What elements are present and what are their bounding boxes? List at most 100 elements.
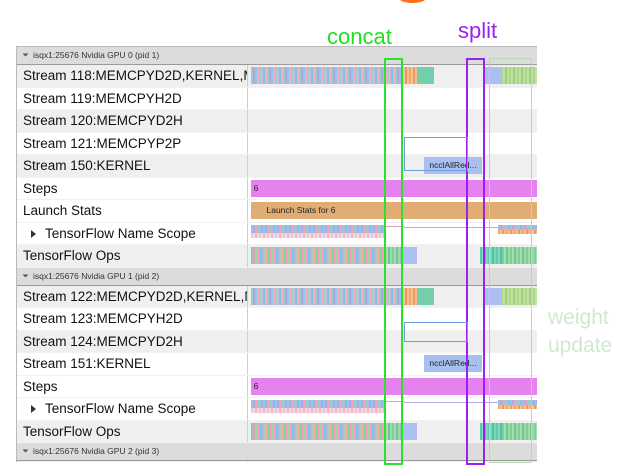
track-row-name-scope-gpu1[interactable]: TensorFlow Name Scope — [17, 398, 537, 421]
name-scope-bar[interactable] — [498, 224, 537, 230]
timeline-bar[interactable] — [251, 67, 401, 84]
track-lane[interactable]: 6 — [251, 178, 537, 200]
nccl-allreduce-bar[interactable]: ncclAllRed... — [424, 157, 482, 174]
name-scope-bar[interactable] — [498, 229, 537, 234]
step-bar-label: 6 — [253, 380, 259, 391]
annotation-split: split — [458, 18, 498, 43]
track-lane[interactable] — [251, 286, 537, 308]
track-label: Stream 120:MEMCPYD2H — [23, 110, 247, 132]
track-lane[interactable] — [251, 110, 537, 132]
column-divider — [247, 110, 248, 132]
tf-op-bar[interactable] — [251, 422, 384, 440]
tf-op-bar[interactable] — [480, 422, 502, 440]
tf-op-bar[interactable] — [502, 422, 537, 440]
timeline-bar[interactable] — [485, 287, 501, 305]
track-row-stream119[interactable]: Stream 119:MEMCPYH2D — [17, 87, 537, 110]
track-lane[interactable] — [251, 245, 537, 267]
track-row-stream126[interactable]: Stream 126:MEMCPYD2D,KERNEL,MI — [17, 461, 537, 462]
track-lane[interactable] — [251, 308, 537, 330]
column-divider — [247, 330, 248, 352]
track-row-stream124[interactable]: Stream 124:MEMCPYD2H — [17, 330, 537, 353]
track-label-text: TensorFlow Name Scope — [45, 225, 196, 241]
track-label: TensorFlow Name Scope — [23, 223, 247, 245]
track-label: Stream 118:MEMCPYD2D,KERNEL,ME — [23, 65, 247, 87]
name-scope-bar[interactable] — [498, 400, 537, 405]
track-row-tf-ops-gpu0[interactable]: TensorFlow Ops — [17, 245, 537, 268]
group-header-gpu0[interactable]: isqx1:25676 Nvidia GPU 0 (pid 1) — [17, 47, 537, 65]
column-divider — [247, 87, 248, 109]
name-scope-bar[interactable] — [251, 400, 384, 408]
step-bar[interactable]: 6 — [251, 179, 537, 197]
tf-op-bar[interactable] — [251, 247, 384, 264]
column-divider — [247, 285, 248, 307]
tf-op-bar[interactable] — [384, 247, 401, 264]
annotation-weight-update: weight update — [548, 304, 612, 360]
track-row-stream118[interactable]: Stream 118:MEMCPYD2D,KERNEL,ME — [17, 65, 537, 88]
tf-op-bar[interactable] — [384, 422, 401, 440]
group-header-label: isqx1:25676 Nvidia GPU 2 (pid 3) — [33, 446, 160, 456]
tf-op-bar[interactable] — [502, 247, 537, 264]
tf-op-bar[interactable] — [401, 247, 417, 264]
chevron-down-icon — [22, 274, 29, 277]
track-label: Steps — [23, 378, 58, 394]
chevron-right-icon[interactable] — [31, 229, 36, 238]
timeline-bar[interactable] — [417, 67, 434, 84]
track-lane[interactable]: Launch Stats for 6 — [251, 200, 537, 222]
timeline-bar[interactable] — [501, 287, 537, 305]
chevron-right-icon[interactable] — [31, 405, 36, 413]
name-scope-sub-bar[interactable] — [251, 408, 384, 413]
track-row-stream150[interactable]: Stream 150:KERNEL ncclAllRed... — [17, 155, 537, 178]
track-row-tf-ops-gpu1[interactable]: TensorFlow Ops — [17, 420, 537, 443]
timeline-bar[interactable] — [501, 67, 537, 84]
group-header-gpu1[interactable]: isqx1:25676 Nvidia GPU 1 (pid 2) — [17, 267, 537, 286]
track-row-stream122[interactable]: Stream 122:MEMCPYD2D,KERNEL,MI — [17, 285, 537, 308]
tf-op-bar[interactable] — [480, 247, 502, 264]
step-bar[interactable]: 6 — [251, 377, 537, 395]
name-scope-line — [384, 225, 404, 227]
track-row-steps-gpu1[interactable]: Steps 6 — [17, 375, 537, 398]
track-row-launch-stats[interactable]: Launch Stats Launch Stats for 6 — [17, 200, 537, 223]
track-row-stream121[interactable]: Stream 121:MEMCPYP2P — [17, 132, 537, 155]
track-row-name-scope-gpu0[interactable]: TensorFlow Name Scope — [17, 222, 537, 245]
name-scope-bar[interactable] — [498, 405, 537, 409]
track-row-stream123[interactable]: Stream 123:MEMCPYH2D — [17, 308, 537, 331]
nccl-allreduce-bar-label: ncclAllRed... — [429, 358, 477, 368]
timeline-bar[interactable] — [417, 287, 434, 305]
column-divider — [247, 308, 248, 330]
track-label: Stream 119:MEMCPYH2D — [23, 90, 182, 106]
track-lane[interactable] — [251, 88, 537, 110]
track-label: Stream 126:MEMCPYD2D,KERNEL,MI — [23, 461, 247, 462]
annotation-weight-update-line2: update — [548, 334, 613, 357]
track-row-stream151[interactable]: Stream 151:KERNEL ncclAllRed... — [17, 353, 537, 376]
track-row-stream120[interactable]: Stream 120:MEMCPYD2H — [17, 110, 537, 133]
track-lane[interactable] — [251, 421, 537, 443]
track-lane[interactable] — [251, 398, 537, 420]
trace-viewer-panel[interactable]: isqx1:25676 Nvidia GPU 0 (pid 1) Stream … — [16, 46, 537, 462]
column-divider — [247, 375, 248, 397]
track-lane[interactable] — [251, 133, 537, 155]
track-lane[interactable]: 6 — [251, 376, 537, 398]
tf-op-bar[interactable] — [401, 422, 417, 440]
timeline-bar[interactable] — [251, 287, 401, 305]
name-scope-sub-bar[interactable] — [251, 232, 384, 238]
track-lane[interactable] — [251, 223, 537, 245]
track-lane[interactable] — [251, 331, 537, 353]
track-row-steps[interactable]: Steps 6 — [17, 177, 537, 200]
group-header-gpu2[interactable]: isqx1:25676 Nvidia GPU 2 (pid 3) — [17, 443, 537, 461]
track-lane[interactable]: ncclAllRed... — [251, 155, 537, 177]
name-scope-line — [404, 226, 537, 228]
track-lane[interactable] — [251, 65, 537, 87]
timeline-bar[interactable] — [401, 287, 417, 305]
timeline-bar[interactable] — [401, 67, 417, 84]
timeline-bar[interactable] — [485, 67, 501, 84]
track-lane[interactable]: ncclAllRed... — [251, 353, 537, 375]
launch-stats-bar-label: Launch Stats for 6 — [266, 205, 336, 215]
name-scope-bar[interactable] — [251, 224, 384, 233]
launch-stats-bar[interactable]: Launch Stats for 6 — [251, 202, 537, 219]
nccl-allreduce-bar[interactable]: ncclAllRed... — [424, 355, 482, 372]
track-label: Stream 150:KERNEL — [23, 155, 247, 177]
track-label: Stream 123:MEMCPYH2D — [23, 311, 183, 326]
track-label-text: TensorFlow Name Scope — [45, 401, 196, 416]
track-lane[interactable] — [251, 461, 537, 462]
track-label: TensorFlow Name Scope — [23, 398, 247, 420]
